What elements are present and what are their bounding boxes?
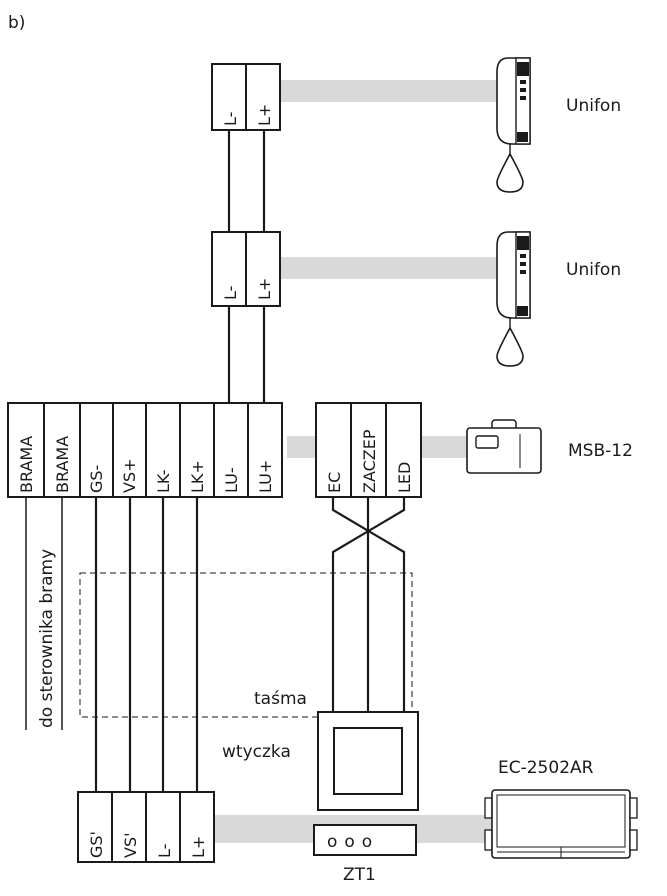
unifon-2-label: Unifon <box>566 260 621 280</box>
terminal-label: L- <box>155 844 174 858</box>
terminal-label: L+ <box>189 836 208 858</box>
unifon-handset-icon <box>496 57 531 193</box>
terminal-label: EC <box>325 472 344 493</box>
terminal-label: GS' <box>87 831 106 858</box>
terminal-block-top-2: L- L+ <box>211 231 281 307</box>
panel-label: EC-2502AR <box>498 758 594 778</box>
ribbon-label: taśma <box>254 689 307 709</box>
terminal-label: LU+ <box>256 460 275 493</box>
terminal-label: ZACZEP <box>360 429 379 493</box>
plug-label: wtyczka <box>222 742 291 762</box>
terminal-label: LK- <box>154 470 173 494</box>
terminal-block-main: BRAMA BRAMA GS- VS+ LK- LK+ LU- LU+ <box>7 402 283 498</box>
unifon-1-label: Unifon <box>566 96 621 116</box>
terminal-label: BRAMA <box>53 436 72 493</box>
terminal-block-top-1: L- L+ <box>211 63 281 131</box>
msb-label: MSB-12 <box>568 441 633 461</box>
zt1-label: ZT1 <box>343 865 376 885</box>
zt1-connector: ooo <box>313 824 417 856</box>
terminal-label: LU- <box>222 467 241 493</box>
gate-controller-label: do sterownika bramy <box>37 549 57 728</box>
figure-label: b) <box>8 13 25 33</box>
terminal-label: L- <box>221 286 240 300</box>
terminal-label: VS+ <box>120 458 139 493</box>
band-unifon-1 <box>280 80 498 102</box>
msb-power-supply-icon <box>466 419 542 474</box>
terminal-label: LK+ <box>188 460 207 493</box>
unifon-handset-icon <box>496 231 531 367</box>
terminal-label: VS' <box>121 833 140 859</box>
band-unifon-2 <box>280 257 498 279</box>
terminal-label: L+ <box>255 278 274 300</box>
terminal-label: BRAMA <box>17 436 36 493</box>
terminal-block-lock: EC ZACZEP LED <box>315 402 422 498</box>
terminal-label: L- <box>221 112 240 126</box>
terminal-block-bottom: GS' VS' L- L+ <box>77 791 215 863</box>
zt1-pins: ooo <box>327 832 379 852</box>
panel-device-icon <box>484 789 638 859</box>
ribbon-dashed-box <box>79 572 413 718</box>
terminal-label: LED <box>395 462 414 493</box>
terminal-label: GS- <box>87 465 106 493</box>
terminal-label: L+ <box>255 104 274 126</box>
plug-connector <box>317 711 419 811</box>
